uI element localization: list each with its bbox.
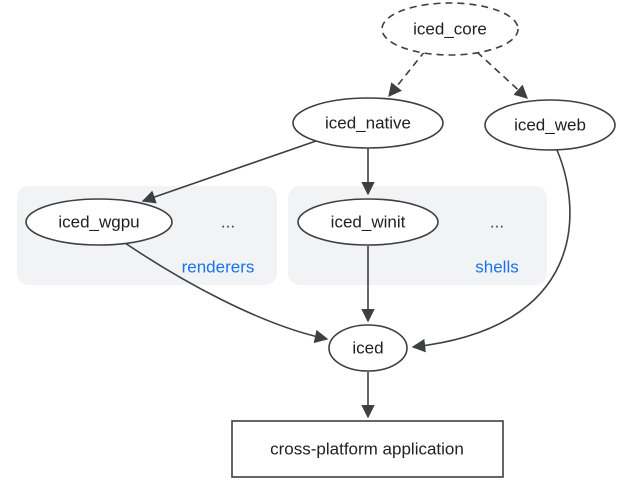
group-renderers-label: renderers — [182, 258, 255, 277]
edge-iced_wgpu-iced — [124, 242, 329, 344]
node-iced-native-label: iced_native — [325, 114, 411, 133]
node-iced-core-label: iced_core — [413, 20, 487, 39]
node-iced-web-shape — [484, 99, 616, 151]
node-iced-native: iced_native — [292, 97, 444, 149]
node-iced-wgpu: iced_wgpu — [25, 198, 173, 246]
node-application: cross-platform application — [231, 420, 504, 478]
node-iced-core-shape — [381, 2, 519, 56]
node-application-label: cross-platform application — [270, 440, 464, 459]
group-renderers-ellipsis: ... — [221, 213, 235, 232]
edge-iced_native-iced_wgpu — [141, 140, 317, 204]
node-iced: iced — [328, 324, 408, 372]
edge-iced_web-iced — [411, 149, 571, 353]
node-iced-label: iced — [352, 339, 383, 358]
node-application-shape — [231, 420, 504, 478]
group-shells-label: shells — [475, 258, 518, 277]
edge-iced_core-iced_native — [388, 50, 426, 98]
node-iced-web-label: iced_web — [514, 116, 586, 135]
node-iced-wgpu-label: iced_wgpu — [58, 213, 139, 232]
node-iced-core: iced_core — [381, 2, 519, 56]
node-iced-shape — [328, 324, 408, 372]
node-iced-winit-shape — [297, 198, 439, 246]
node-iced-winit: iced_winit — [297, 198, 439, 246]
edge-iced_core-iced_web — [476, 51, 529, 99]
node-iced-web: iced_web — [484, 99, 616, 151]
node-iced-native-shape — [292, 97, 444, 149]
group-shells-ellipsis: ... — [490, 213, 504, 232]
node-iced-wgpu-shape — [25, 198, 173, 246]
node-iced-winit-label: iced_winit — [331, 213, 406, 232]
